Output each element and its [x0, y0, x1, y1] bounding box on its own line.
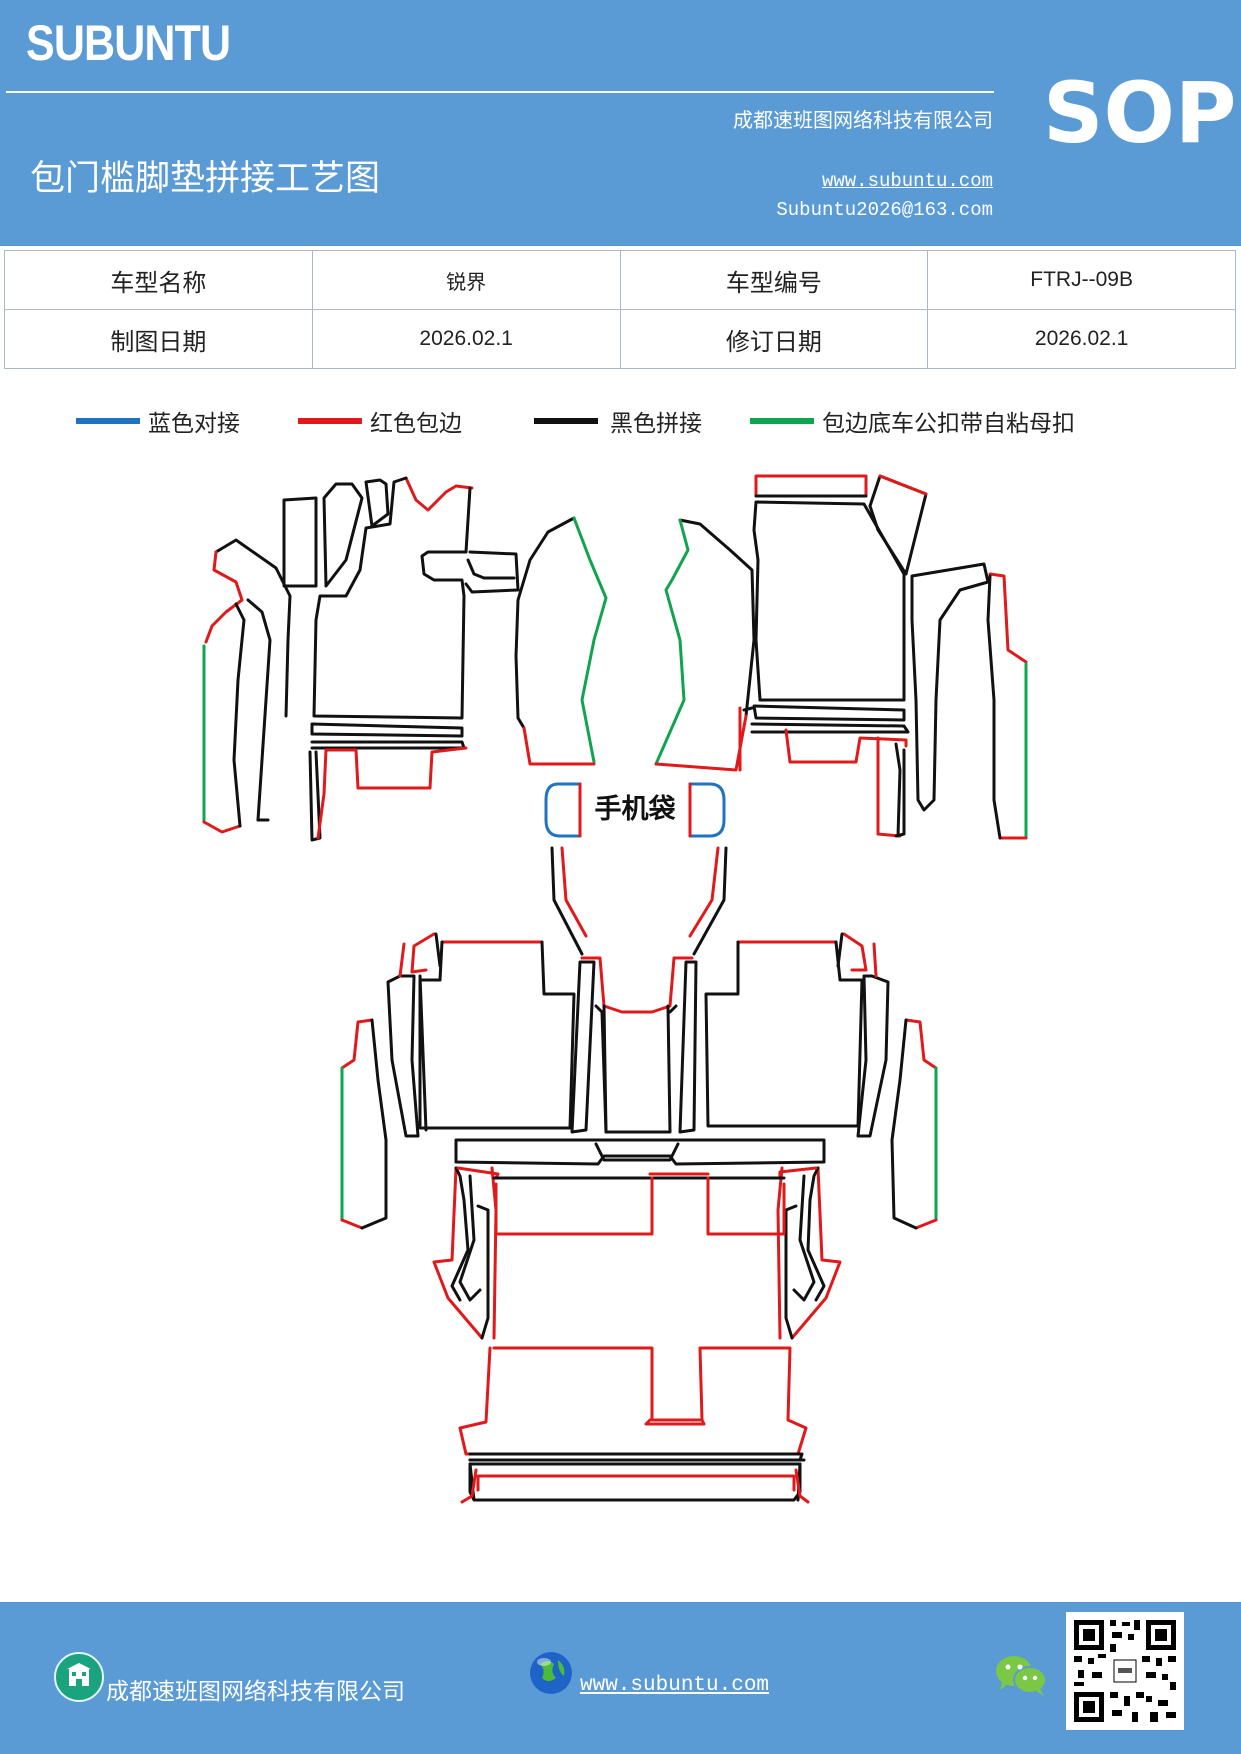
footer-banner: 成都速班图网络科技有限公司 www.subuntu.com [0, 1602, 1241, 1754]
header-website-link[interactable]: www.subuntu.com [821, 170, 993, 192]
footer-website-link[interactable]: www.subuntu.com [580, 1674, 770, 1697]
legend-swatch [534, 418, 598, 424]
globe-icon [528, 1650, 574, 1696]
legend-item-blue: 蓝色对接 [76, 405, 240, 437]
phone-pocket [544, 782, 726, 838]
footer-company: 成都速班图网络科技有限公司 [106, 1679, 405, 1705]
vehicle-info-table: 车型名称 锐界 车型编号 FTRJ--09B 制图日期 2026.02.1 修订… [4, 250, 1236, 369]
rear-mat-group [340, 932, 938, 1230]
center-left-tunnel [514, 516, 608, 766]
draw-date-value: 2026.02.1 [311, 309, 621, 369]
table-row: 车型名称 锐界 车型编号 FTRJ--09B [4, 250, 1236, 310]
revise-date-label: 修订日期 [619, 309, 929, 369]
legend-swatch [298, 418, 362, 424]
model-name-label: 车型名称 [4, 250, 313, 310]
legend-item-red: 红色包边 [298, 405, 462, 437]
legend-label: 包边底车公扣带自粘母扣 [822, 411, 1075, 437]
legend-swatch [76, 418, 140, 424]
building-icon [54, 1652, 104, 1702]
legend-swatch [750, 418, 814, 424]
page-title: 包门槛脚垫拼接工艺图 [30, 159, 381, 199]
revise-date-value: 2026.02.1 [927, 309, 1236, 369]
sop-badge: SOP [1043, 64, 1237, 162]
brand-logo: SUBUNTU [26, 15, 231, 71]
legend-label: 蓝色对接 [148, 411, 240, 437]
header-email[interactable]: Subuntu2026@163.com [776, 199, 993, 221]
legend-item-green: 包边底车公扣带自粘母扣 [750, 405, 1075, 437]
qr-code[interactable] [1066, 1612, 1184, 1730]
legend-label: 黑色拼接 [610, 411, 702, 437]
mat-splicing-diagram: 手机袋 [202, 474, 1028, 1504]
wechat-icon [994, 1652, 1050, 1698]
model-code-label: 车型编号 [619, 250, 929, 310]
center-right-tunnel [654, 518, 756, 772]
legend-label: 红色包边 [370, 411, 462, 437]
header-divider [6, 91, 994, 93]
draw-date-label: 制图日期 [4, 309, 313, 369]
header-banner: SUBUNTU 成都速班图网络科技有限公司 包门槛脚垫拼接工艺图 www.sub… [0, 0, 1241, 246]
model-code-value: FTRJ--09B [927, 250, 1236, 310]
front-left-mat-group [202, 476, 520, 842]
legend-item-black: 黑色拼接 [534, 405, 702, 437]
front-right-mat-group [738, 474, 1028, 840]
third-row-mat-group [432, 1166, 842, 1504]
table-row: 制图日期 2026.02.1 修订日期 2026.02.1 [4, 309, 1236, 369]
phone-pocket-label: 手机袋 [595, 794, 677, 825]
model-name-value: 锐界 [311, 250, 621, 310]
header-company: 成都速班图网络科技有限公司 [733, 108, 993, 132]
